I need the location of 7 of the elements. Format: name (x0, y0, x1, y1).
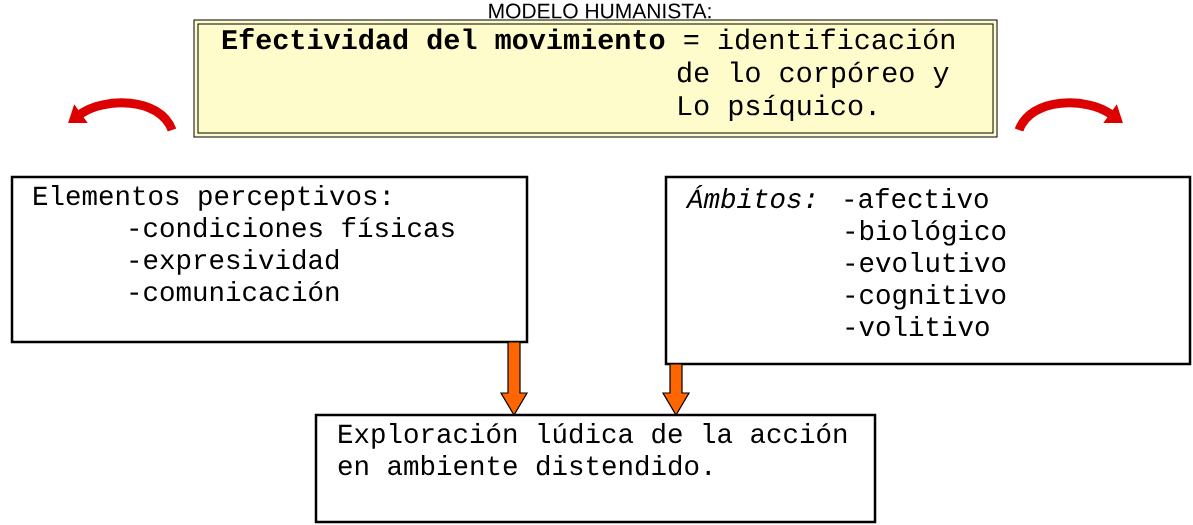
heading: MODELO HUMANISTA: (489, 3, 711, 19)
definition-box: Efectividad del movimiento = identificación de lo corpóreo y Lo psíquico. (193, 19, 998, 138)
result-box: Exploración lúdica de la acción en ambiente distendido. (314, 413, 877, 524)
block-arrow (499, 341, 529, 417)
text-box: Elementos perceptivos: -condiciones físicas -expresividad -comunicación (10, 175, 529, 344)
text-box: Ámbitos: -afectivo -biológico -evolutivo -cognitivo -volitivo (664, 175, 1192, 366)
block-arrow (661, 363, 691, 417)
